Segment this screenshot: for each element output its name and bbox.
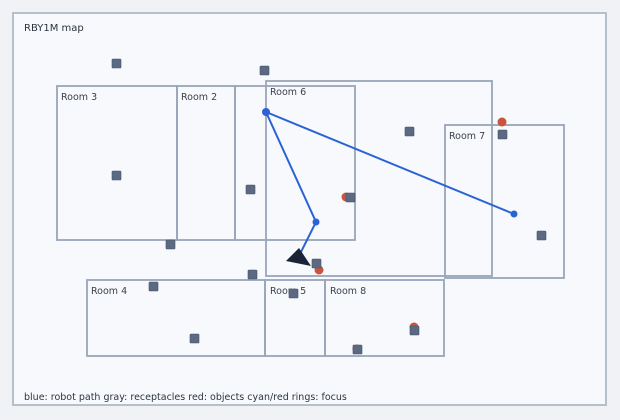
receptacle-marker: [247, 269, 258, 280]
robot-path: [264, 110, 515, 263]
room-label-room-7: Room 7: [449, 131, 485, 142]
robot-path-layer: [262, 108, 518, 263]
receptacle-marker: [189, 333, 200, 344]
receptacle-marker: [352, 344, 363, 355]
room-label-room-3: Room 3: [61, 92, 97, 103]
receptacles-layer: [111, 58, 547, 355]
map-legend: blue: robot path gray: receptacles red: …: [24, 392, 347, 403]
robot-marker-icon: [286, 248, 311, 266]
receptacle-marker: [148, 281, 159, 292]
path-node: [312, 218, 320, 226]
room-room-6: [234, 85, 356, 241]
path-node: [262, 108, 270, 116]
room-room-3: [56, 85, 178, 241]
receptacle-marker: [497, 129, 508, 140]
receptacle-marker: [165, 239, 176, 250]
receptacle-marker: [259, 65, 270, 76]
receptacle-marker: [245, 184, 256, 195]
objects-layer: [314, 117, 507, 354]
receptacle-marker: [288, 288, 299, 299]
room-label-room-2: Room 2: [181, 92, 217, 103]
path-node: [510, 210, 518, 218]
receptacle-marker: [111, 170, 122, 181]
room-label-room-8: Room 8: [330, 286, 366, 297]
room-outline-room-7: [444, 124, 565, 279]
room-outline-extended: [265, 80, 493, 277]
receptacle-marker: [409, 325, 420, 336]
receptacle-marker: [536, 230, 547, 241]
room-room-8: [324, 279, 445, 357]
object-marker: [497, 117, 507, 127]
room-label-room-6: Room 6: [270, 87, 306, 98]
receptacle-marker: [345, 192, 356, 203]
receptacle-marker: [311, 258, 322, 269]
room-label-room-4: Room 4: [91, 286, 127, 297]
map-title: RBY1M map: [24, 23, 84, 34]
room-label-room-5: Room 5: [270, 286, 306, 297]
room-room-2: [176, 85, 236, 241]
receptacle-marker: [404, 126, 415, 137]
rooms-layer: Room 3 Room 2 Room 6 Room 7 Room 4 Room …: [56, 80, 565, 357]
receptacle-marker: [111, 58, 122, 69]
